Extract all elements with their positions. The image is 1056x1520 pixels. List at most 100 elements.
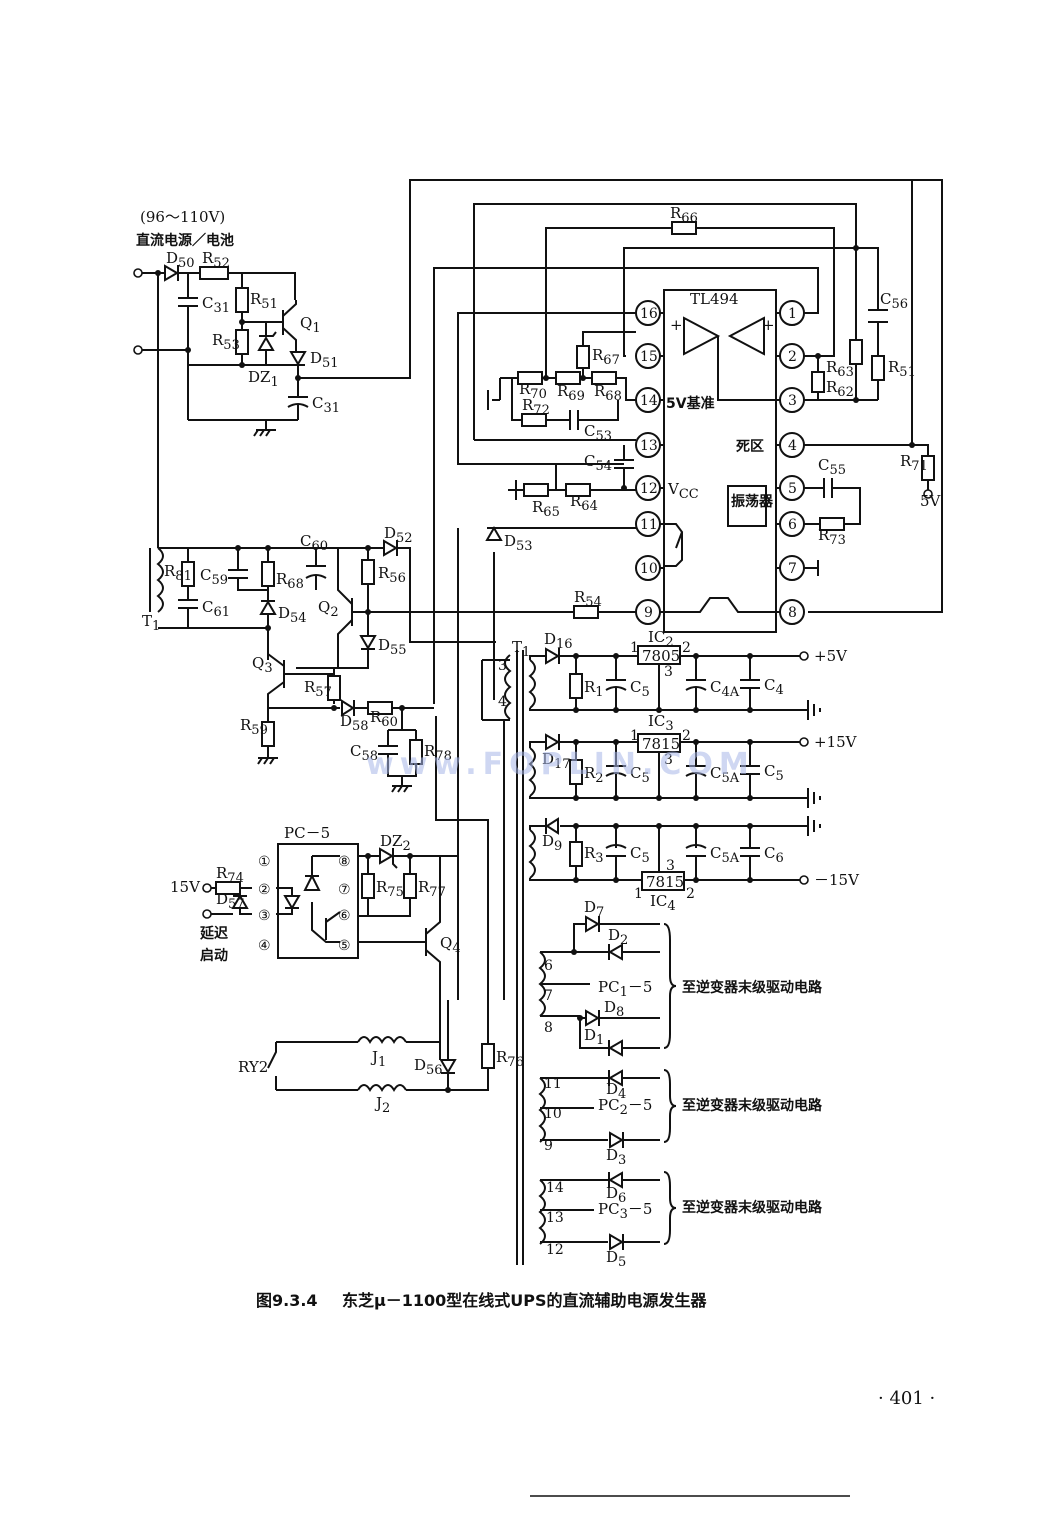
- r60-label: R60: [370, 708, 398, 730]
- c56-label: C56: [880, 290, 908, 312]
- input-voltage-range: (96～110V): [140, 208, 225, 226]
- secondary-winding-15v: [528, 747, 536, 797]
- svg-text:③: ③: [258, 908, 271, 924]
- r81-label: R81: [164, 562, 192, 584]
- ic3-label: IC3: [648, 712, 674, 734]
- oscillator-label: 振荡器: [731, 493, 774, 510]
- delay-label: 延迟: [199, 925, 228, 942]
- diode-d57: [231, 894, 249, 909]
- svg-text:⑦: ⑦: [338, 882, 351, 898]
- resistor-r2: [569, 759, 583, 785]
- t1-pin-11: 11: [544, 1076, 562, 1092]
- resistor-r68b: [261, 561, 275, 587]
- t1-pin-8: 8: [544, 1020, 553, 1036]
- resistor-r66: [671, 221, 697, 235]
- t1-pin-7: 7: [544, 988, 553, 1004]
- tl494-pins-left: 16 15 14 13 12 11 10 9: [635, 300, 661, 625]
- c6-label: C6: [764, 844, 784, 866]
- ic3-pin2: 2: [682, 728, 691, 744]
- dz1-label: DZ1: [248, 368, 279, 390]
- r64-label: R64: [570, 492, 598, 514]
- drive-circuit-label-3: 至逆变器末级驱动电路: [682, 1199, 823, 1216]
- secondary-winding-5v: [528, 659, 536, 709]
- page-number: · 401 ·: [878, 1388, 935, 1409]
- resistor-r68a: [591, 371, 617, 385]
- d52-label: D52: [384, 524, 413, 546]
- c5ab-label: C5A: [710, 844, 740, 866]
- dz2-label: DZ2: [380, 832, 411, 854]
- resistor-unlabeled-top: [849, 339, 863, 365]
- r69-label: R69: [557, 382, 585, 404]
- t1-pin-4: 4: [498, 694, 507, 710]
- r70-label: R70: [519, 380, 547, 402]
- resistor-r57: [327, 675, 341, 701]
- ic2-pin3: 3: [664, 664, 673, 680]
- t1-pin-14: 14: [546, 1180, 564, 1196]
- drive-winding-2: [538, 1077, 546, 1143]
- resistor-r75: [361, 873, 375, 899]
- input-source-label: 直流电源／电池: [136, 232, 234, 249]
- d8-label: D8: [604, 998, 624, 1020]
- error-amp-2: [727, 316, 765, 356]
- svg-text:①: ①: [258, 854, 271, 870]
- figure-number: 图9.3.4: [256, 1291, 318, 1310]
- output-minus15v: －15V: [814, 871, 860, 889]
- c5c-label: C5: [764, 762, 784, 784]
- q1-label: Q1: [300, 314, 321, 336]
- t1-pin-6: 6: [544, 958, 553, 974]
- svg-text:12: 12: [640, 481, 658, 497]
- q3-label: Q3: [252, 654, 273, 676]
- diode-d2: [608, 943, 623, 961]
- output-plus15v: +15V: [814, 733, 858, 751]
- r78-label: R78: [424, 742, 452, 764]
- error-amp-1: [683, 316, 721, 356]
- drive-winding-3: [538, 1179, 546, 1245]
- svg-text:⑤: ⑤: [338, 938, 351, 954]
- d2-label: D2: [608, 926, 628, 948]
- zener-dz2: [379, 847, 394, 865]
- tl494-vref-label: 5V基准: [666, 395, 715, 412]
- diode-d55: [359, 635, 377, 650]
- r3-label: R3: [584, 844, 604, 866]
- pc5-name: PC－5: [284, 824, 330, 842]
- c61-label: C61: [202, 598, 230, 620]
- resistor-r53: [235, 329, 249, 355]
- resistor-r65: [523, 483, 549, 497]
- d5-label: D5: [606, 1248, 626, 1270]
- j2-label: J2: [374, 1094, 390, 1116]
- tl494-name: TL494: [690, 290, 739, 308]
- svg-text:9: 9: [644, 605, 653, 621]
- pc3-label: PC3－5: [598, 1200, 652, 1222]
- resistor-r60: [367, 701, 393, 715]
- relay-coil-j2: [357, 1084, 407, 1092]
- d1-label: D1: [584, 1026, 604, 1048]
- oscillator-block: [727, 485, 767, 527]
- svg-text:⑥: ⑥: [338, 908, 351, 924]
- resistor-r51b: [871, 355, 885, 381]
- c4-label: C4: [764, 676, 784, 698]
- d58-label: D58: [340, 712, 369, 734]
- d9-label: D9: [542, 832, 562, 854]
- transistor-q1: [282, 300, 297, 352]
- t1-pin-13: 13: [546, 1210, 564, 1226]
- r59-label: R59: [240, 716, 268, 738]
- figure-caption: 东芝μ－1100型在线式UPS的直流辅助电源发生器: [342, 1291, 708, 1310]
- d50-label: D50: [166, 249, 195, 271]
- r66-label: R66: [670, 204, 698, 226]
- tl494-output-transistor-a: [664, 523, 684, 567]
- zener-d54: [259, 600, 277, 615]
- ic2-part: 7805: [642, 647, 680, 665]
- resistor-r59: [261, 721, 275, 747]
- t1-pin-9: 9: [544, 1138, 553, 1154]
- r68b-label: R68: [276, 570, 304, 592]
- t1-pin-3: 3: [498, 658, 507, 674]
- diode-d50: [164, 264, 179, 282]
- resistor-r81: [181, 561, 195, 587]
- tl494-deadtime-label: 死区: [735, 439, 764, 455]
- c59-label: C59: [200, 566, 228, 588]
- tl494-vcc-label: VCC: [667, 480, 699, 502]
- resistor-r62: [811, 371, 825, 393]
- resistor-r77: [403, 873, 417, 899]
- drive-circuit-label-1: 至逆变器末级驱动电路: [682, 979, 823, 996]
